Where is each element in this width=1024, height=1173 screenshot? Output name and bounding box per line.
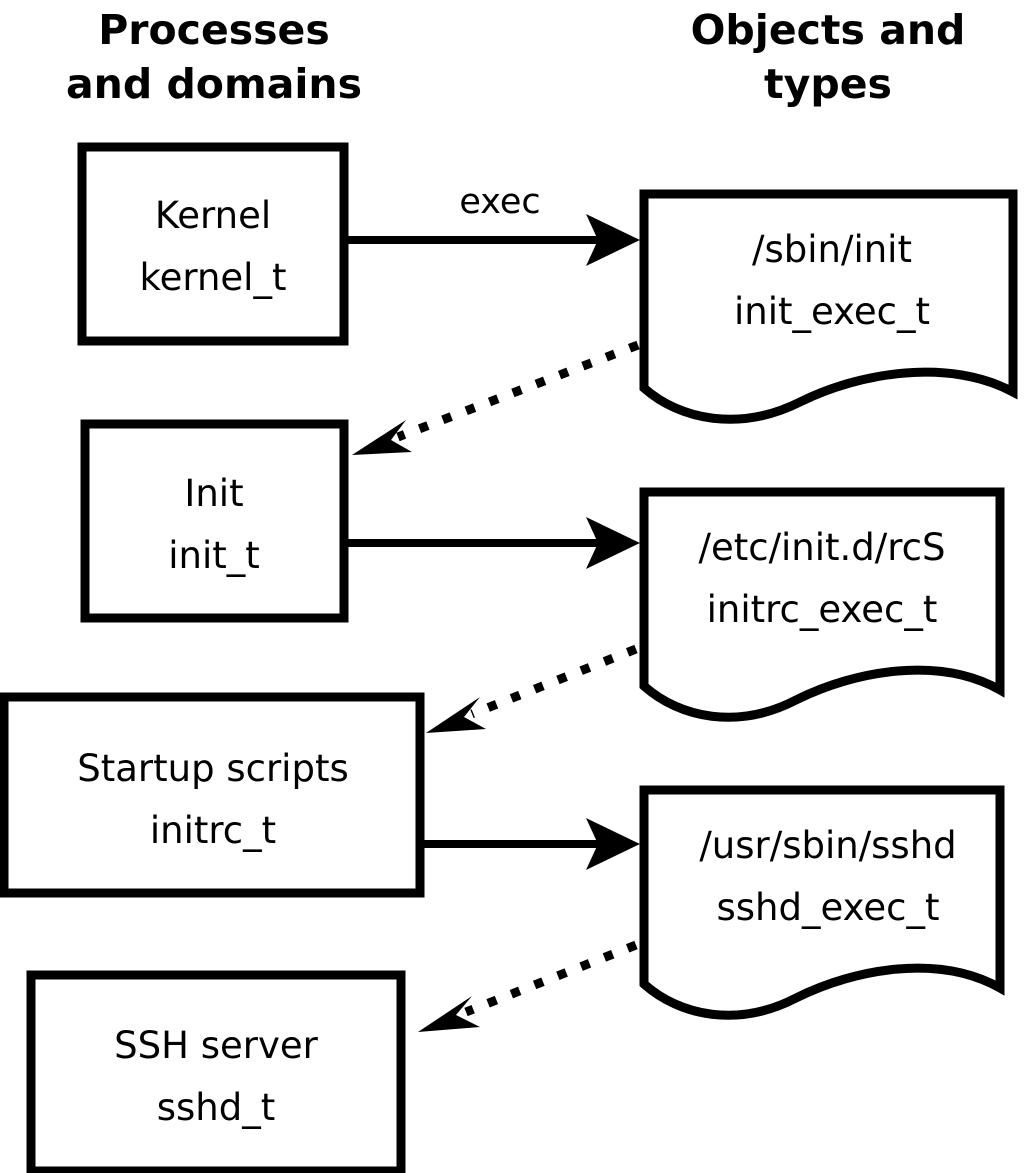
edge-init-exec-to-init	[352, 340, 640, 455]
column-title-processes-line1: Processes	[98, 6, 330, 54]
node-init-exec-line2: init_exec_t	[734, 290, 930, 333]
node-sshd-exec-line2: sshd_exec_t	[717, 886, 940, 929]
node-initrc-exec-doc-shape[interactable]	[639, 487, 1005, 722]
node-ssh-server-line1: SSH server	[114, 1024, 318, 1067]
edge-initrc-exec-to-initrc	[426, 644, 638, 733]
node-init[interactable]: Init init_t	[80, 419, 349, 623]
node-init-line1: Init	[184, 472, 243, 515]
edge-init-to-initrc-exec	[348, 517, 640, 569]
node-sshd-exec-line1: /usr/sbin/sshd	[699, 824, 956, 867]
edge-sshd-exec-to-sshd-arrowhead	[418, 996, 480, 1032]
node-sshd-exec-doc-shape[interactable]	[639, 785, 1005, 1020]
edge-initrc-exec-to-initrc-line	[470, 644, 638, 719]
node-initrc-exec-line1: /etc/init.d/rcS	[698, 526, 945, 569]
node-ssh-server[interactable]: SSH server sshd_t	[26, 970, 406, 1173]
edge-sshd-exec-to-sshd	[418, 940, 638, 1032]
node-init-line2: init_t	[168, 534, 260, 577]
column-title-objects-line1: Objects and	[691, 6, 966, 54]
edge-sshd-exec-to-sshd-line	[464, 940, 638, 1017]
edge-kernel-to-init-exec-arrowhead	[586, 214, 640, 266]
column-title-objects: Objects and types	[691, 6, 966, 108]
node-init-box[interactable]	[80, 419, 349, 623]
edge-init-exec-to-init-arrowhead	[352, 420, 412, 455]
node-startup-scripts-line1: Startup scripts	[77, 747, 348, 790]
node-initrc-exec-line2: initrc_exec_t	[707, 588, 938, 631]
column-title-objects-line2: types	[764, 60, 892, 108]
node-kernel[interactable]: Kernel kernel_t	[77, 142, 349, 346]
edge-initrc-to-sshd-exec	[424, 818, 640, 870]
node-ssh-server-line2: sshd_t	[157, 1086, 276, 1129]
node-startup-scripts[interactable]: Startup scripts initrc_t	[0, 692, 425, 898]
edge-kernel-to-init-exec: exec	[348, 182, 640, 266]
edge-init-to-initrc-exec-arrowhead	[586, 517, 640, 569]
node-sshd-exec[interactable]: /usr/sbin/sshd sshd_exec_t	[639, 785, 1005, 1020]
node-ssh-server-box[interactable]	[26, 970, 406, 1173]
node-initrc-exec[interactable]: /etc/init.d/rcS initrc_exec_t	[639, 487, 1005, 722]
edge-initrc-exec-to-initrc-arrowhead	[426, 697, 486, 733]
node-startup-scripts-line2: initrc_t	[150, 809, 276, 852]
node-init-exec-doc-shape[interactable]	[639, 189, 1018, 424]
edge-label-exec: exec	[459, 182, 540, 222]
node-kernel-line2: kernel_t	[140, 256, 287, 299]
column-title-processes-line2: and domains	[66, 60, 362, 108]
node-init-exec[interactable]: /sbin/init init_exec_t	[639, 189, 1018, 424]
node-init-exec-line1: /sbin/init	[752, 228, 912, 271]
node-startup-scripts-box[interactable]	[0, 692, 425, 898]
edge-initrc-to-sshd-exec-arrowhead	[586, 818, 640, 870]
edge-init-exec-to-init-line	[396, 340, 640, 442]
node-kernel-line1: Kernel	[155, 194, 271, 237]
column-title-processes: Processes and domains	[66, 6, 362, 108]
node-kernel-box[interactable]	[77, 142, 349, 346]
